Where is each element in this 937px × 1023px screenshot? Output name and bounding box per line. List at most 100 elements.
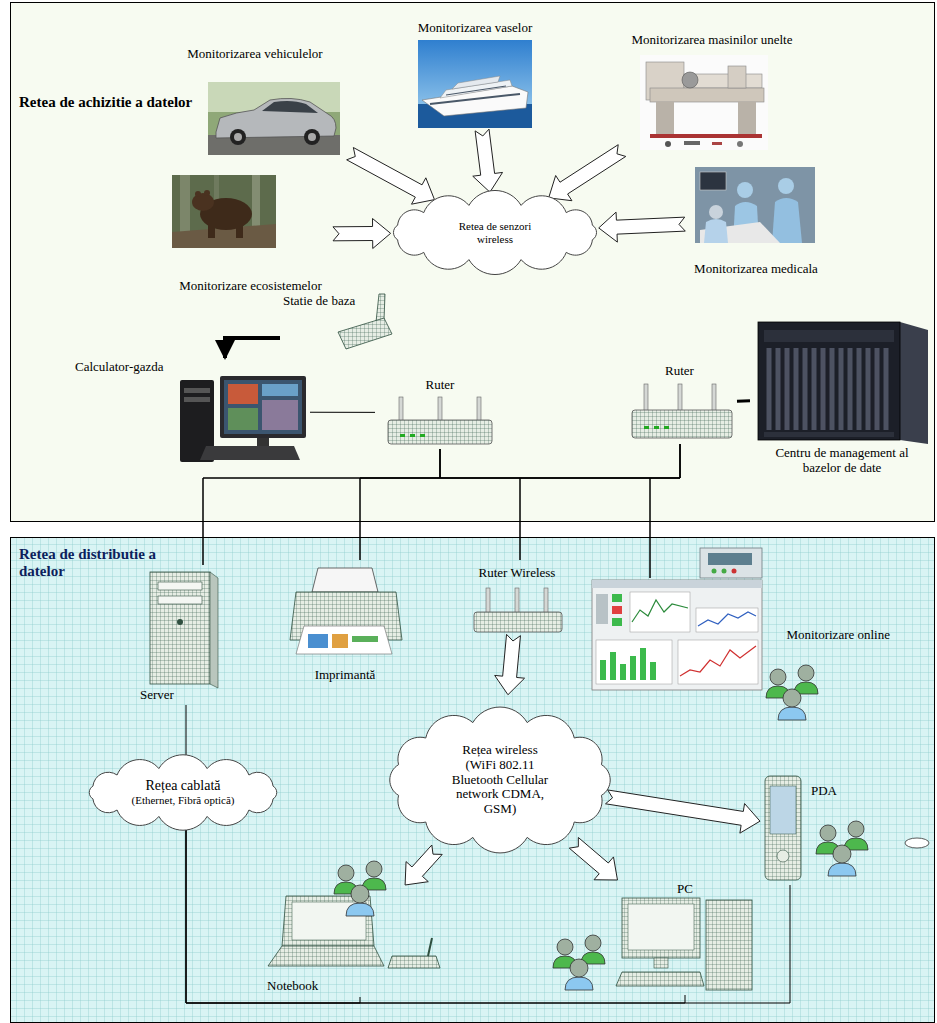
notebook: Notebook <box>262 885 447 997</box>
machine-tool-photo <box>728 66 746 88</box>
online-monitoring-screen <box>610 652 616 680</box>
node-label: Monitorizarea vehiculelor <box>187 47 322 62</box>
printer-icon <box>352 636 378 642</box>
pc-icon <box>654 958 668 968</box>
connector <box>650 444 680 578</box>
vessel-photo <box>430 94 520 104</box>
node-label: Ruter <box>665 364 694 379</box>
database-server-icon <box>900 322 928 444</box>
machine-tool-photo <box>684 141 700 145</box>
wireless-router-icon <box>474 612 562 632</box>
vessel-photo <box>446 86 506 95</box>
block-arrow <box>473 129 503 192</box>
connector <box>520 444 680 560</box>
node-label: Retea de senzori wireless <box>448 220 543 245</box>
base-station-icon <box>338 318 392 349</box>
machine-tool-photo <box>650 88 764 102</box>
connector <box>225 338 280 358</box>
ecosystem-photo <box>172 175 276 248</box>
vehicle-photo <box>208 82 340 155</box>
online-monitoring-screen <box>708 553 752 565</box>
node-label: Notebook <box>267 979 318 994</box>
connector <box>737 399 750 402</box>
host-computer-icon <box>262 384 298 396</box>
connector <box>186 705 187 757</box>
database-server-icon <box>758 322 928 444</box>
panel-ground <box>10 2 935 1023</box>
machine-tool-photo <box>656 102 674 134</box>
machine-tool-photo <box>737 141 743 147</box>
user-group-icon <box>816 821 868 876</box>
ecosystem-photo <box>236 222 243 238</box>
node-label: Server <box>140 688 174 703</box>
vehicle-photo <box>262 101 318 113</box>
user-group-icon <box>334 665 868 990</box>
router-icon <box>632 410 732 438</box>
online-monitoring-screen <box>596 640 672 684</box>
cloud-outline <box>390 707 610 853</box>
host-computer-icon <box>184 397 210 402</box>
notebook-icon <box>388 956 440 968</box>
machine-tool-photo <box>712 142 722 145</box>
wired-network-cloud: Rețea cablată(Ethernet, Fibră optică) <box>72 755 294 830</box>
connector <box>186 828 685 1003</box>
medical-photo <box>778 178 794 194</box>
medical-photo <box>695 167 815 243</box>
router-icon <box>399 397 403 422</box>
acquisition-panel: Monitorizarea vehiculelor Monitorizarea v… <box>10 2 935 522</box>
server-icon <box>158 596 202 604</box>
online-monitoring-screen <box>596 594 608 624</box>
printer-icon <box>290 568 402 654</box>
vessel-photo <box>452 76 500 89</box>
online-monitoring-screen <box>722 569 727 574</box>
machine-tool-photo <box>640 55 768 150</box>
distribution-panel: ServerImprimantăRuter WirelessMonitoriza… <box>10 537 935 1023</box>
connector <box>310 412 375 413</box>
printer-icon <box>312 568 378 592</box>
machine-tool-photo <box>640 55 768 150</box>
router: Ruter <box>622 362 737 444</box>
server-icon <box>210 572 218 688</box>
online-monitoring-screen <box>640 648 646 680</box>
online-monitoring-screen <box>678 640 758 684</box>
online-monitoring-screen <box>592 548 762 690</box>
database-server-icon <box>764 330 894 342</box>
user-group-icon <box>334 861 386 916</box>
online-monitoring-screen <box>732 569 737 574</box>
connector <box>440 449 520 560</box>
wireless-router-icon <box>474 588 562 632</box>
host-computer-icon <box>228 384 258 404</box>
block-arrow <box>495 634 525 694</box>
router-icon <box>388 397 492 444</box>
host-computer-icon <box>224 380 302 434</box>
notebook-icon <box>428 938 432 956</box>
pda-icon <box>777 850 789 862</box>
node-label: Monitorizare online <box>786 628 890 643</box>
node-label: PC <box>677 882 693 897</box>
node-label: Monitorizarea medicala <box>694 262 818 277</box>
host-computer-icon <box>262 400 298 430</box>
connector <box>186 828 360 1003</box>
node-label: PDA <box>811 784 837 799</box>
host-computer-icon <box>180 376 306 462</box>
medical-photo <box>737 182 753 198</box>
online-monitoring-screen <box>696 608 758 632</box>
server-icon <box>158 582 202 590</box>
connector <box>203 444 680 565</box>
online-monitoring-screen <box>620 664 626 680</box>
router-icon <box>420 434 425 437</box>
medical-photo <box>772 198 802 243</box>
router-icon <box>400 434 405 437</box>
block-arrow <box>333 219 391 249</box>
node-label: Ruter <box>426 378 455 393</box>
panel-ground <box>10 2 935 522</box>
machine-tool-photo <box>682 72 698 88</box>
router-icon <box>654 426 659 429</box>
node-label: Monitorizarea masinilor unelte <box>631 33 792 48</box>
online-monitoring-screen <box>612 618 622 626</box>
machine-tool-photo <box>665 141 671 147</box>
printer-icon <box>296 626 392 654</box>
machine-tool-monitoring: Monitorizarea masinilor unelte <box>622 30 802 155</box>
vessel-monitoring: Monitorizarea vaselor <box>405 18 545 130</box>
